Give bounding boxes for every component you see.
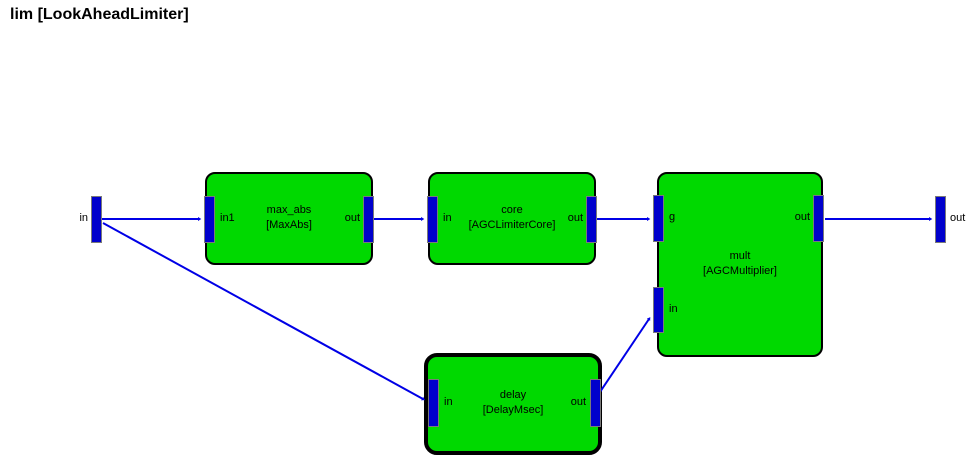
port-mult-g xyxy=(653,195,664,242)
port-mult-in-label: in xyxy=(669,303,678,315)
input-port-label: in xyxy=(79,212,88,224)
input-port-bar xyxy=(91,196,102,243)
diagram-title: lim [LookAheadLimiter] xyxy=(10,6,189,23)
port-core-in-label: in xyxy=(443,212,452,224)
port-mult-out-label: out xyxy=(794,211,810,223)
output-port-bar xyxy=(935,196,946,243)
port-core-out-label: out xyxy=(567,212,583,224)
port-delay-in xyxy=(428,379,439,427)
port-max-abs-out-label: out xyxy=(344,212,360,224)
port-core-in xyxy=(427,196,438,243)
port-max-abs-in1-label: in1 xyxy=(220,212,235,224)
port-delay-out xyxy=(590,379,601,427)
block-delay[interactable] xyxy=(424,353,602,455)
port-delay-out-label: out xyxy=(570,396,586,408)
wire-delay-to-mult-in xyxy=(599,319,649,393)
port-max-abs-in1 xyxy=(204,196,215,243)
port-mult-g-label: g xyxy=(669,211,676,223)
port-mult-in xyxy=(653,287,664,333)
port-mult-out xyxy=(813,195,824,242)
output-port-label: out xyxy=(950,212,966,224)
block-mult[interactable] xyxy=(657,172,823,357)
port-delay-in-label: in xyxy=(444,396,453,408)
port-core-out xyxy=(586,196,597,243)
block-core[interactable] xyxy=(428,172,596,265)
port-max-abs-out xyxy=(363,196,374,243)
